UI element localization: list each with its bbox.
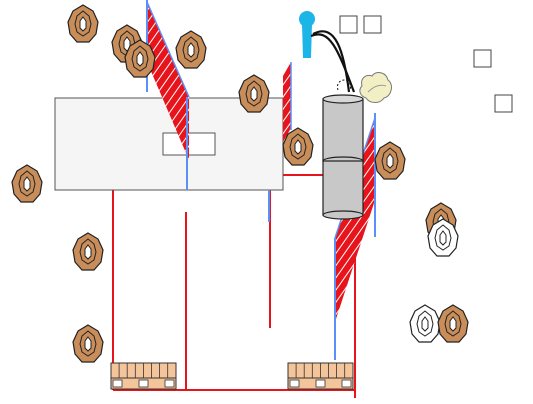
target-icon [238, 74, 270, 113]
pallet [287, 362, 354, 390]
target-icon [374, 141, 406, 180]
square-marker [363, 15, 382, 34]
pallets [110, 362, 354, 390]
target-icon [175, 30, 207, 69]
square-marker [494, 94, 513, 113]
square-marker [473, 49, 492, 68]
fence-panel [268, 62, 292, 222]
white-target-icon [409, 304, 441, 343]
cable-bundle [310, 30, 356, 93]
target-icon [67, 4, 99, 43]
square-marker [339, 15, 358, 34]
pallet [110, 362, 177, 390]
target-icon [11, 164, 43, 203]
target-icon [72, 324, 104, 363]
bush-icon [359, 72, 392, 103]
square-markers [339, 15, 513, 113]
target-icon [72, 232, 104, 271]
barrel-stack [322, 94, 364, 220]
target-icon [437, 304, 469, 343]
barricade-wall [54, 97, 284, 191]
camera-tripod [299, 11, 315, 58]
